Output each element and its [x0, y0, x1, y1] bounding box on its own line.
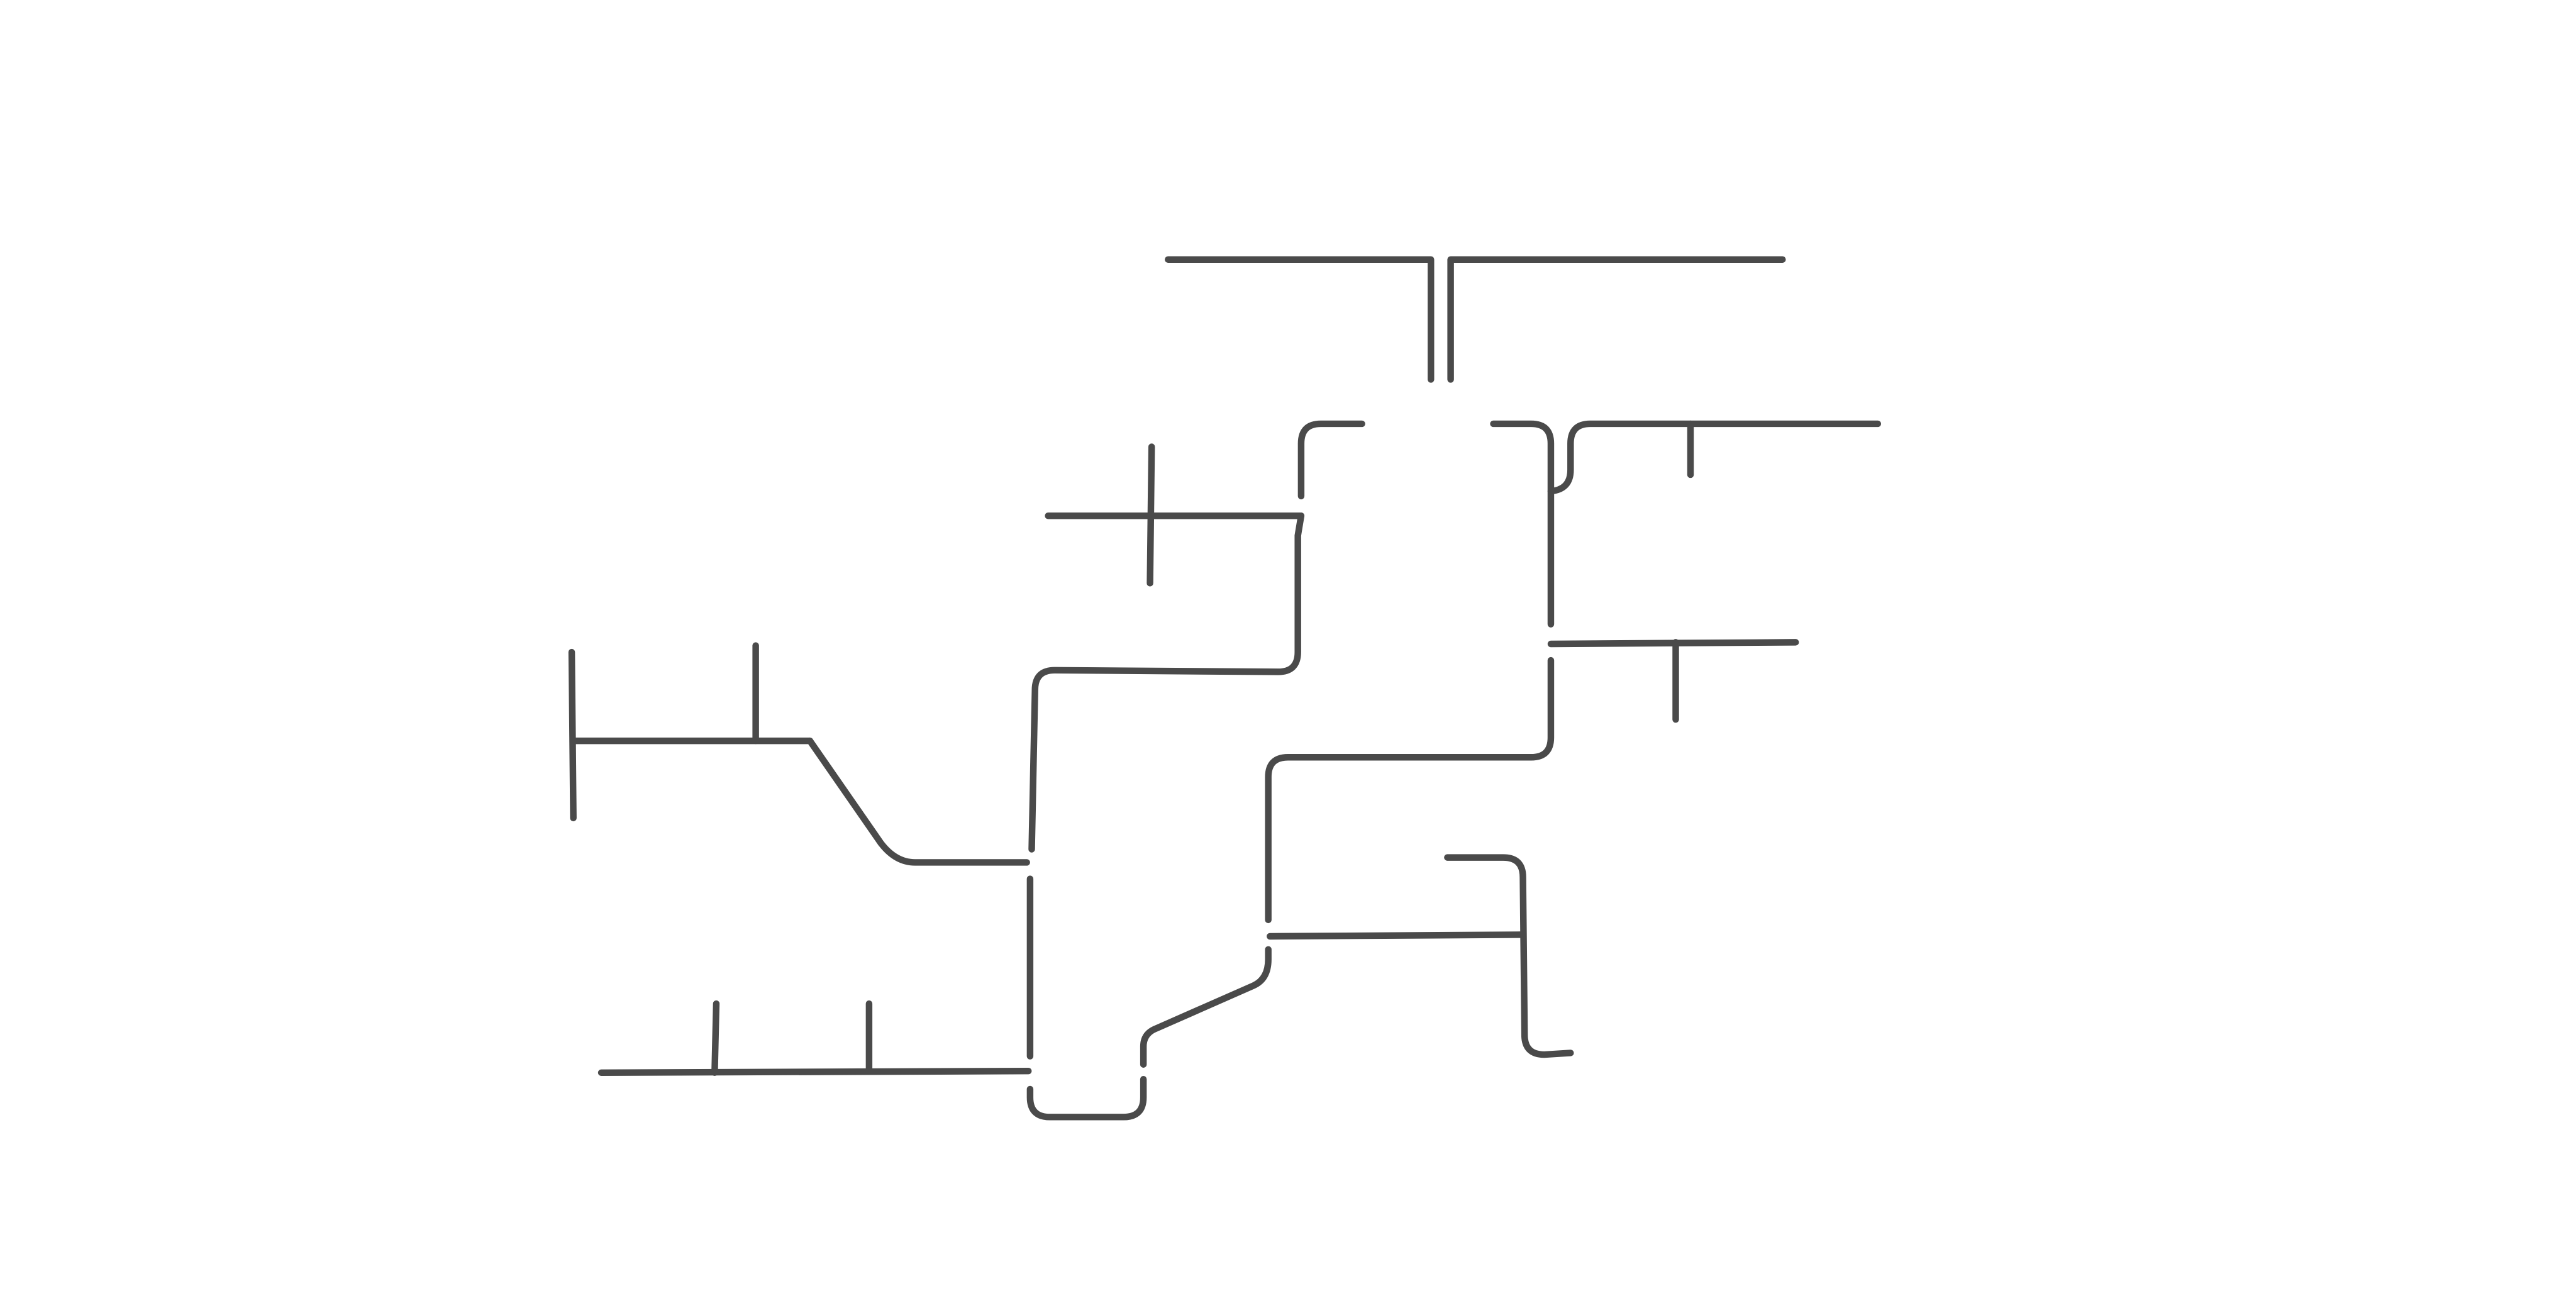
connector-bottom-bar: [597, 1067, 1032, 1077]
connector-cross-vertical: [1146, 443, 1155, 587]
connector-lines: [568, 256, 1882, 1121]
connector-lower-right-hook: [1444, 854, 1574, 1058]
connector-bottom-slant: [1140, 946, 1272, 1068]
connector-top-right: [1447, 256, 1786, 383]
connector-upper-left-hook: [1297, 420, 1365, 500]
connector-left-diagonal: [806, 737, 1030, 866]
connector-upper-right-drop: [1490, 420, 1555, 628]
connector-lower-right-bar: [1267, 931, 1526, 940]
connector-left-vertical: [568, 648, 577, 822]
connector-bottom-tick-one: [711, 1000, 720, 1077]
connector-left-descent: [1028, 513, 1305, 853]
connector-right-middle-descent: [1265, 657, 1555, 924]
connector-upper-right-branch: [1547, 420, 1882, 495]
connector-top-left: [1165, 256, 1435, 383]
connector-bottom-u-turn: [1026, 1076, 1147, 1121]
